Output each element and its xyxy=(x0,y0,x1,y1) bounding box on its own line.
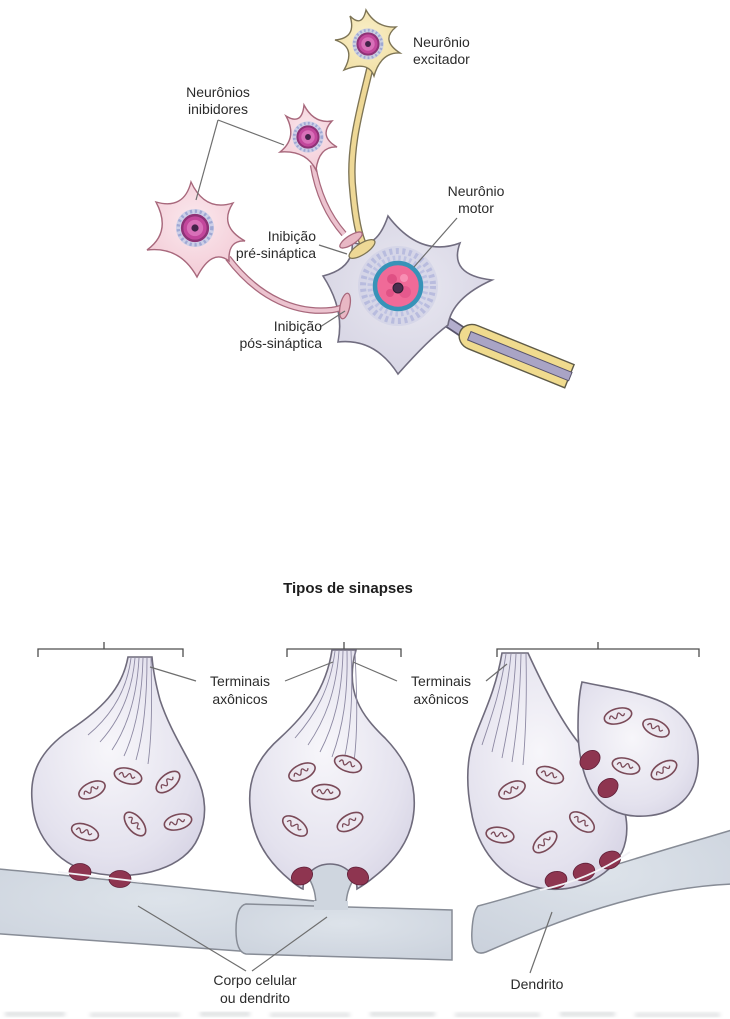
figure-inhibition: Neurônio excitador Neurônios inibidores … xyxy=(146,8,576,389)
label-dendrite: Dendrito xyxy=(511,976,564,992)
pointer-terminal-left-b xyxy=(284,661,334,682)
label-soma-dendrite-line2: ou dendrito xyxy=(220,990,290,1006)
synapse-terminal-teardrop xyxy=(575,681,699,817)
label-inhibitory-line2: inibidores xyxy=(188,101,248,117)
excitatory-neuron xyxy=(334,8,403,79)
synaptic-cleft xyxy=(539,851,631,891)
synaptic-cleft xyxy=(57,871,143,883)
label-excitatory-line1: Neurônio xyxy=(413,34,470,50)
pointer-inhibitory-upper xyxy=(217,119,285,146)
pointer-postsynaptic xyxy=(319,310,346,328)
myelin-sheath xyxy=(458,323,576,389)
pointer-terminal-right-a xyxy=(352,661,398,682)
label-motor-line1: Neurônio xyxy=(448,183,505,199)
label-presynaptic-line2: pré-sináptica xyxy=(236,245,316,261)
bracket-right xyxy=(496,642,700,657)
figure2-title: Tipos de sinapses xyxy=(283,580,413,597)
cropped-text-strip xyxy=(5,1012,720,1017)
synaptic-density xyxy=(68,863,92,881)
pointer-presynaptic xyxy=(318,244,348,255)
pointer-soma-dendrite-b xyxy=(251,916,328,972)
motor-nucleus xyxy=(358,246,438,326)
pointer-soma-dendrite-a xyxy=(137,905,247,972)
motor-neuron xyxy=(321,214,576,389)
label-inhibitory-line1: Neurônios xyxy=(186,84,250,100)
label-postsynaptic-line1: Inibição xyxy=(274,318,322,334)
pointer-inhibitory-left xyxy=(195,119,219,201)
label-soma-dendrite-line1: Corpo celular xyxy=(213,972,297,988)
label-terminals-right-line2: axônicos xyxy=(413,691,468,707)
inhibitory-neuron-upper xyxy=(277,102,338,173)
label-terminals-right-line1: Terminais xyxy=(411,673,471,689)
label-terminals-left-line1: Terminais xyxy=(210,673,270,689)
label-postsynaptic-line2: pós-sináptica xyxy=(240,335,323,351)
label-presynaptic-line1: Inibição xyxy=(268,228,316,244)
pointer-dendrite xyxy=(529,911,553,974)
pointer-motor xyxy=(413,217,458,268)
label-motor-line2: motor xyxy=(458,200,494,216)
inhibitory-nucleus-left xyxy=(174,207,216,249)
inhibitory-neuron-left xyxy=(146,179,246,279)
inhibitory-nucleus-upper xyxy=(290,119,326,155)
synapse-terminal-left xyxy=(30,656,206,888)
bracket-middle xyxy=(286,642,402,657)
bracket-left xyxy=(37,642,184,657)
excitatory-nucleus xyxy=(350,26,386,62)
label-terminals-left-line2: axônicos xyxy=(212,691,267,707)
pointer-terminal-right-b xyxy=(485,663,508,682)
synapse-terminal-middle xyxy=(248,649,416,891)
inhibitory-axon-upper xyxy=(309,164,363,249)
figure-synapse-types: Tipos de sinapses xyxy=(0,580,730,1017)
excitatory-bouton xyxy=(348,238,376,260)
pointer-terminal-left-a xyxy=(149,666,197,682)
label-excitatory-line2: excitador xyxy=(413,51,470,67)
presynaptic-bouton xyxy=(339,231,363,249)
